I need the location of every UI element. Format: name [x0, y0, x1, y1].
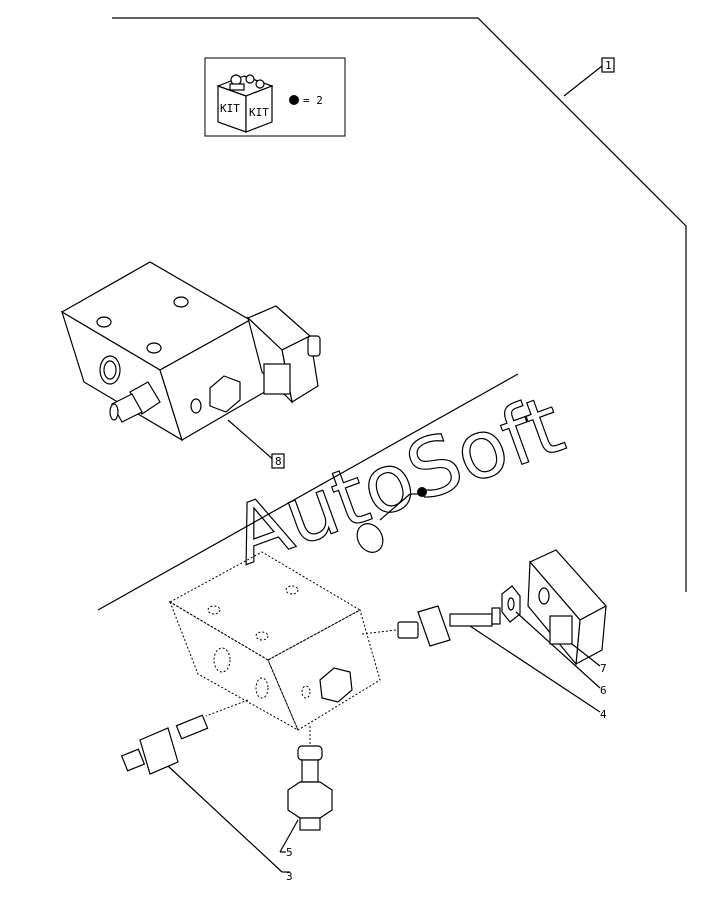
kit-part-dot-icon: [417, 487, 427, 497]
callout-side-valve: 3: [286, 870, 293, 883]
callout-solenoid-coil: 7: [600, 662, 607, 675]
exploded-valve-block: [168, 551, 381, 732]
kit-label-left: KIT: [220, 102, 240, 115]
callout-lower-plug: 5: [286, 846, 293, 859]
callout-cartridge-valve: 4: [600, 708, 607, 721]
side-valve: 3: [120, 699, 293, 883]
separator-line: [97, 373, 519, 611]
watermark-text: AutoSoft: [220, 378, 575, 583]
upper-valve-assembly: 8: [60, 261, 321, 469]
solenoid-coil: 7: [527, 549, 607, 675]
hex-nut: 6: [501, 585, 607, 697]
kit-dot-icon: [289, 95, 299, 105]
kit-legend: KIT KIT = 2: [204, 57, 346, 137]
cartridge-valve: 4: [361, 605, 607, 721]
callout-assembly: 1: [605, 59, 612, 72]
callout-valve-block: 8: [275, 455, 282, 468]
o-ring: [356, 487, 427, 553]
assembly-boundary: 1: [112, 17, 687, 592]
lower-plug: 5: [279, 726, 333, 859]
kit-label-right: KIT: [249, 106, 269, 119]
kit-equals-text: = 2: [303, 94, 323, 107]
kit-box-icon: [216, 74, 274, 133]
callout-nut: 6: [600, 684, 607, 697]
